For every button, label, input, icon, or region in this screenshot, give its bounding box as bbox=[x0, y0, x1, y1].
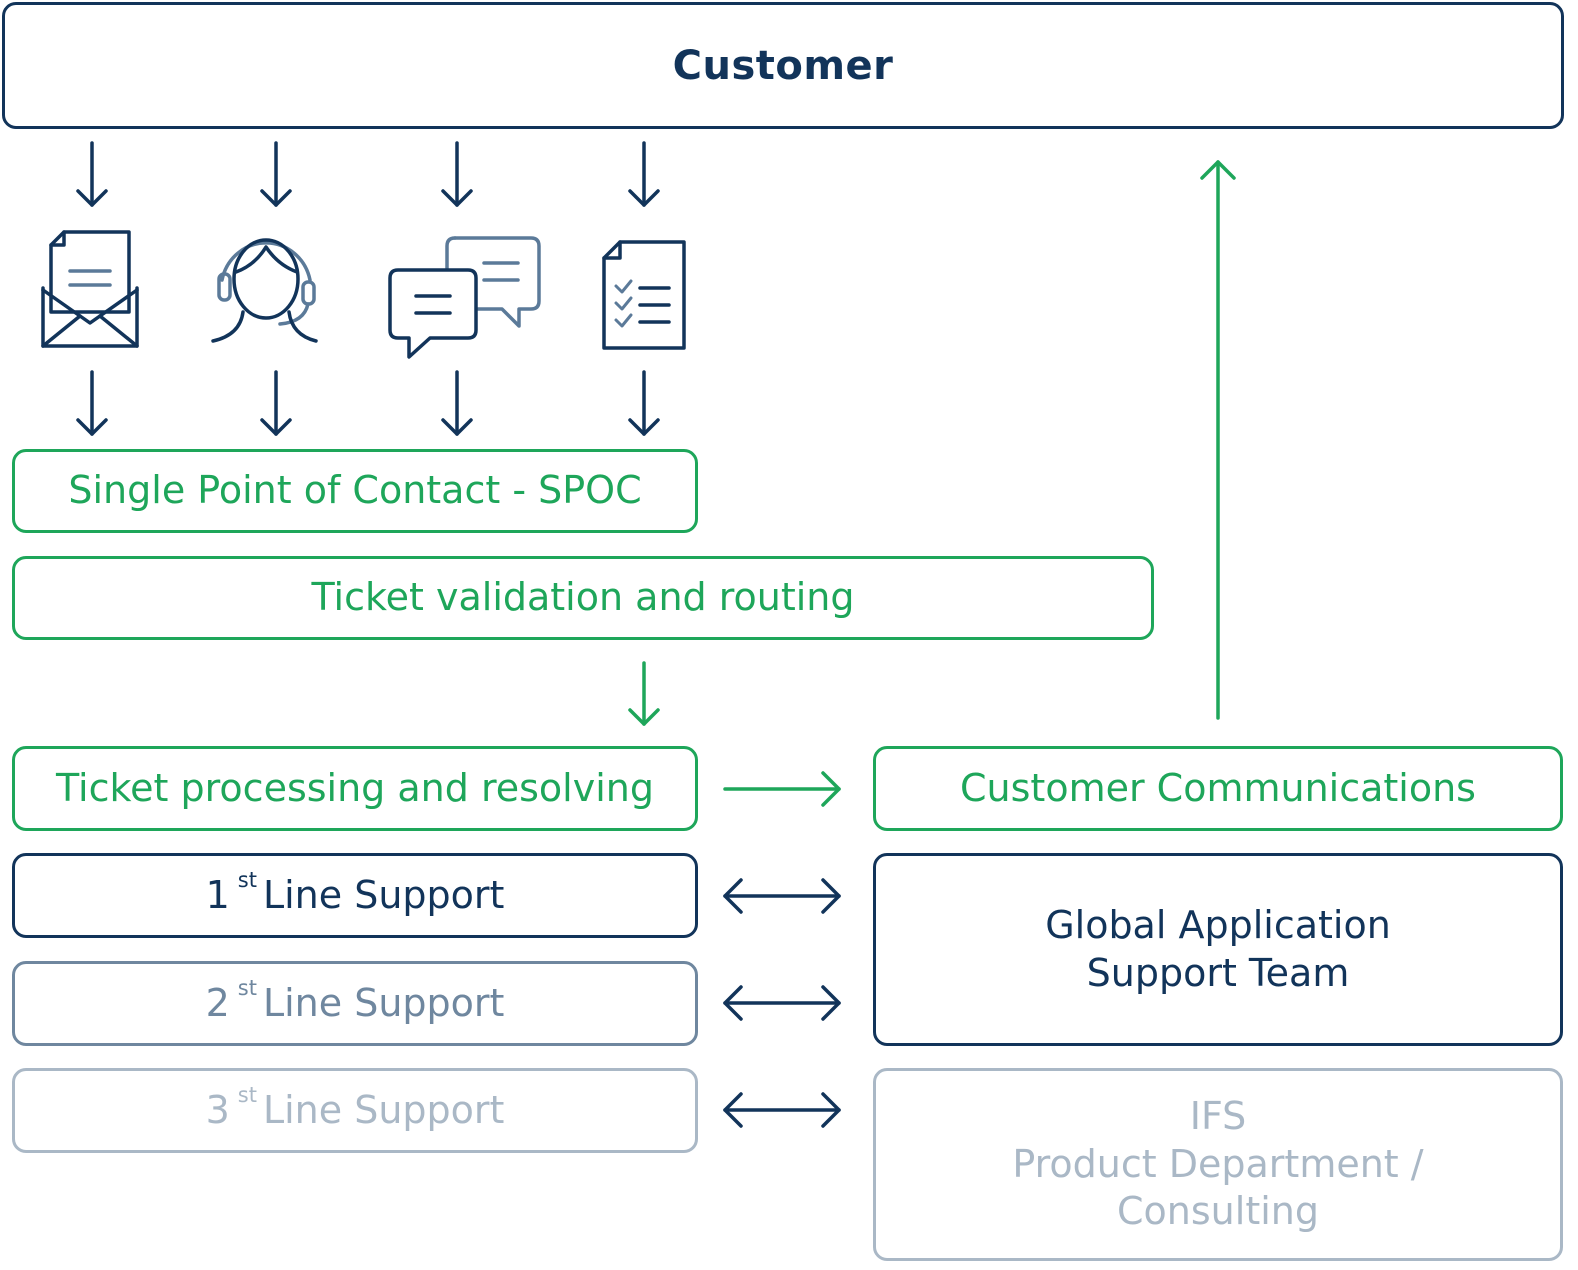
ticket-processing-label: Ticket processing and resolving bbox=[56, 765, 654, 810]
ifs-line1: IFS bbox=[1189, 1094, 1247, 1139]
line-suffix: st bbox=[237, 1083, 257, 1108]
global-team-line1: Global Application bbox=[1045, 903, 1391, 947]
headset-agent-icon bbox=[211, 238, 318, 343]
ifs-line3: Consulting bbox=[1117, 1189, 1319, 1234]
arrow-down-4-bottom bbox=[628, 370, 660, 436]
double-arrow-line-2 bbox=[723, 985, 841, 1021]
chat-bubbles-icon bbox=[388, 236, 541, 359]
ifs-product-department-box: IFS Product Department / Consulting bbox=[873, 1068, 1563, 1261]
spoc-label: Single Point of Contact - SPOC bbox=[68, 468, 642, 513]
arrow-down-4-top bbox=[628, 141, 660, 207]
line-label: Line Support bbox=[262, 1087, 505, 1132]
arrow-down-to-processing bbox=[628, 661, 660, 726]
customer-communications-box: Customer Communications bbox=[873, 746, 1563, 831]
global-team-line2: Support Team bbox=[1086, 950, 1350, 995]
arrow-right-to-communications bbox=[723, 771, 841, 807]
ticket-processing-box: Ticket processing and resolving bbox=[12, 746, 698, 831]
spoc-box: Single Point of Contact - SPOC bbox=[12, 449, 698, 533]
ticket-validation-label: Ticket validation and routing bbox=[311, 575, 855, 620]
customer-title: Customer bbox=[672, 42, 894, 89]
ticket-validation-box: Ticket validation and routing bbox=[12, 556, 1154, 640]
double-arrow-line-1 bbox=[723, 878, 841, 914]
arrow-down-1-top bbox=[76, 141, 108, 207]
global-support-team-box: Global Application Support Team bbox=[873, 853, 1563, 1046]
arrow-down-1-bottom bbox=[76, 370, 108, 436]
line-label: Line Support bbox=[262, 872, 505, 917]
customer-box: Customer bbox=[2, 2, 1564, 129]
arrow-up-to-customer bbox=[1200, 160, 1236, 720]
arrow-down-2-bottom bbox=[260, 370, 292, 436]
line-suffix: st bbox=[237, 976, 257, 1001]
ifs-line2: Product Department / bbox=[1012, 1141, 1424, 1186]
double-arrow-line-3 bbox=[723, 1092, 841, 1128]
email-envelope-icon bbox=[41, 230, 139, 348]
line-number: 3 bbox=[205, 1087, 230, 1132]
arrow-down-2-top bbox=[260, 141, 292, 207]
line-number: 2 bbox=[205, 980, 230, 1025]
line-label: Line Support bbox=[262, 980, 505, 1025]
arrow-down-3-bottom bbox=[441, 370, 473, 436]
arrow-down-3-top bbox=[441, 141, 473, 207]
line-number: 1 bbox=[205, 872, 230, 917]
checklist-form-icon bbox=[602, 240, 686, 350]
line-suffix: st bbox=[237, 868, 257, 893]
customer-communications-label: Customer Communications bbox=[960, 765, 1476, 810]
